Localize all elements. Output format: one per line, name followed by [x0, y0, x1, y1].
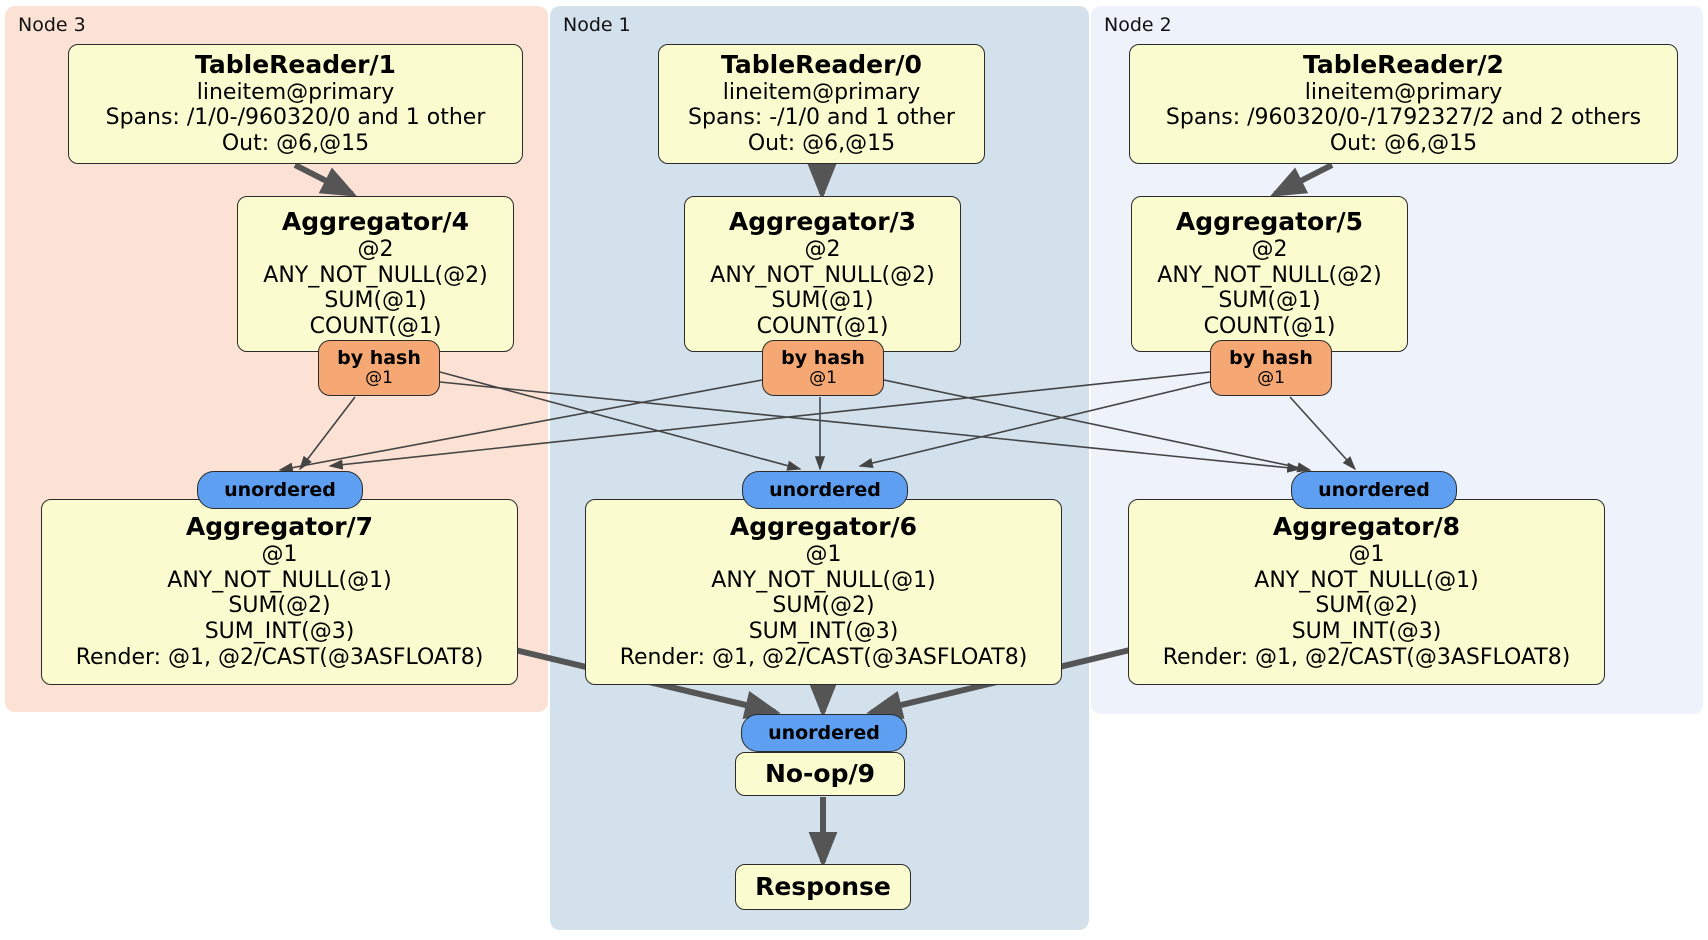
plan-node-detail: lineitem@primary: [1304, 79, 1503, 105]
plan-node-detail: SUM_INT(@3): [204, 619, 355, 645]
plan-node-detail: ANY_NOT_NULL(@2): [263, 262, 488, 288]
router-label: unordered: [1318, 478, 1430, 501]
plan-node-detail: COUNT(@1): [309, 313, 442, 339]
router-label: by hash: [781, 347, 865, 370]
plan-node-title: TableReader/2: [1303, 50, 1504, 80]
router-label: unordered: [224, 478, 336, 501]
router-unordered-right[interactable]: unordered: [1291, 471, 1457, 509]
plan-node-detail: SUM(@2): [228, 593, 331, 619]
plan-node-title: No-op/9: [764, 758, 876, 788]
plan-node-detail: SUM_INT(@3): [748, 619, 899, 645]
plan-node-title: TableReader/1: [195, 50, 396, 80]
plan-node-detail: SUM_INT(@3): [1291, 619, 1442, 645]
plan-node-detail: @2: [1251, 236, 1288, 262]
plan-node-title: Aggregator/7: [185, 512, 374, 542]
plan-node-detail: Spans: /960320/0-/1792327/2 and 2 others: [1165, 105, 1642, 131]
plan-node-title: Aggregator/8: [1272, 512, 1461, 542]
plan-node-response[interactable]: Response: [735, 864, 911, 910]
router-sublabel: @1: [1257, 368, 1285, 389]
plan-node-detail: ANY_NOT_NULL(@1): [711, 567, 936, 593]
plan-node-title: Aggregator/6: [729, 512, 918, 542]
plan-node-detail: ANY_NOT_NULL(@1): [167, 567, 392, 593]
router-by-hash-3[interactable]: by hash@1: [762, 340, 884, 396]
node-panel-label: Node 3: [18, 14, 86, 36]
plan-node-detail: Out: @6,@15: [221, 131, 370, 157]
router-label: unordered: [768, 721, 880, 744]
plan-node-detail: ANY_NOT_NULL(@1): [1254, 567, 1479, 593]
router-label: unordered: [769, 478, 881, 501]
router-sublabel: @1: [365, 368, 393, 389]
plan-node-no-op-9[interactable]: No-op/9: [735, 752, 905, 796]
node-panel-label: Node 2: [1104, 14, 1172, 36]
plan-node-title: Aggregator/4: [281, 207, 470, 237]
plan-node-detail: SUM(@2): [772, 593, 875, 619]
plan-node-detail: SUM(@1): [324, 288, 427, 314]
router-label: by hash: [337, 347, 421, 370]
plan-node-detail: SUM(@1): [771, 288, 874, 314]
plan-node-detail: ANY_NOT_NULL(@2): [710, 262, 935, 288]
plan-node-detail: COUNT(@1): [1203, 313, 1336, 339]
plan-node-detail: Spans: -/1/0 and 1 other: [688, 105, 955, 131]
plan-node-detail: SUM(@1): [1218, 288, 1321, 314]
plan-node-detail: @1: [805, 541, 842, 567]
plan-node-detail: @1: [1348, 541, 1385, 567]
router-label: by hash: [1229, 347, 1313, 370]
plan-node-detail: Out: @6,@15: [747, 131, 896, 157]
plan-node-detail: @2: [804, 236, 841, 262]
plan-node-detail: SUM(@2): [1315, 593, 1418, 619]
plan-node-detail: lineitem@primary: [196, 79, 395, 105]
router-by-hash-4[interactable]: by hash@1: [318, 340, 440, 396]
plan-node-detail: Render: @1, @2/CAST(@3ASFLOAT8): [75, 644, 484, 670]
plan-node-detail: lineitem@primary: [722, 79, 921, 105]
plan-node-detail: @1: [261, 541, 298, 567]
router-unordered-left[interactable]: unordered: [197, 471, 363, 509]
plan-node-detail: ANY_NOT_NULL(@2): [1157, 262, 1382, 288]
plan-node-title: TableReader/0: [721, 50, 922, 80]
node-panel-label: Node 1: [563, 14, 631, 36]
plan-node-title: Aggregator/3: [728, 207, 917, 237]
plan-node-detail: Out: @6,@15: [1329, 131, 1478, 157]
plan-node-detail: @2: [357, 236, 394, 262]
router-unordered-final[interactable]: unordered: [741, 714, 907, 752]
plan-node-detail: Render: @1, @2/CAST(@3ASFLOAT8): [1162, 644, 1571, 670]
plan-node-title: Aggregator/5: [1175, 207, 1364, 237]
router-by-hash-5[interactable]: by hash@1: [1210, 340, 1332, 396]
plan-node-detail: Spans: /1/0-/960320/0 and 1 other: [105, 105, 486, 131]
plan-node-detail: Render: @1, @2/CAST(@3ASFLOAT8): [619, 644, 1028, 670]
router-unordered-center[interactable]: unordered: [742, 471, 908, 509]
plan-node-title: Response: [755, 871, 891, 901]
router-sublabel: @1: [809, 368, 837, 389]
plan-node-detail: COUNT(@1): [756, 313, 889, 339]
